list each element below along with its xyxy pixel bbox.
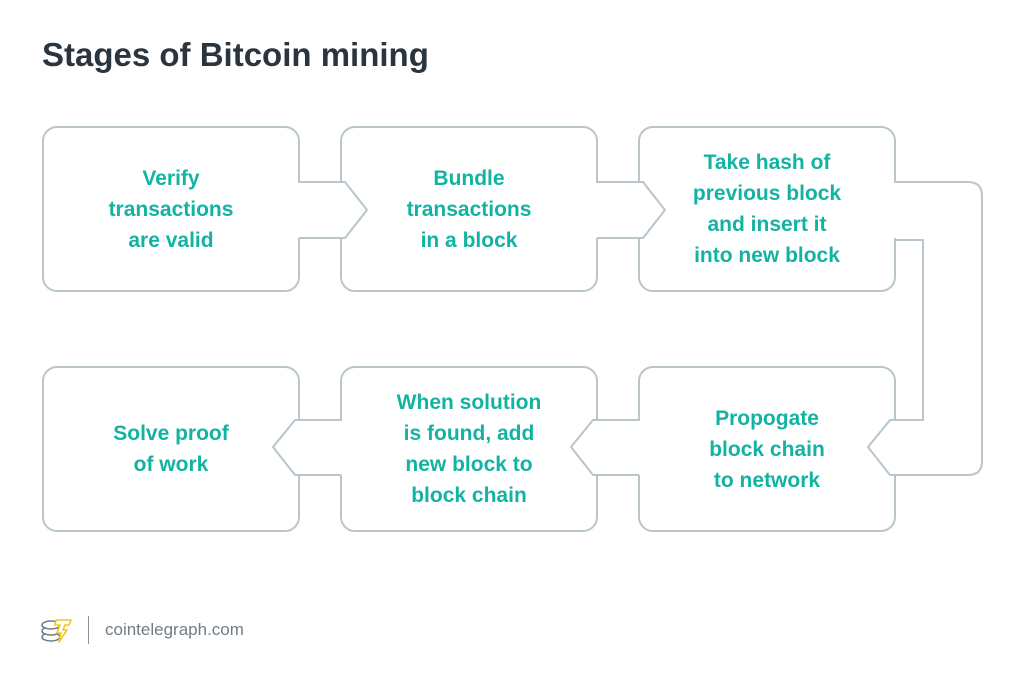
step-6-label: Solve proof of work [113, 422, 229, 476]
step-5-label: When solution is found, add new block to… [396, 391, 542, 507]
step-1-label: Verify transactions are valid [108, 166, 234, 252]
footer-divider [88, 616, 89, 644]
step-3-label: Take hash of previous block and insert i… [692, 151, 842, 267]
arrow-1-2 [299, 181, 368, 239]
footer: cointelegraph.com [40, 616, 244, 644]
arrow-3-4 [867, 181, 983, 476]
cointelegraph-logo-icon [41, 619, 72, 643]
page-title: Stages of Bitcoin mining [42, 36, 429, 73]
site-name: cointelegraph.com [105, 620, 244, 639]
step-4-label: Propogate block chain to network [709, 406, 825, 492]
arrow-2-3 [597, 181, 666, 239]
arrow-5-6 [272, 419, 341, 476]
arrow-4-5 [570, 419, 639, 476]
step-2-label: Bundle transactions in a block [406, 166, 532, 252]
